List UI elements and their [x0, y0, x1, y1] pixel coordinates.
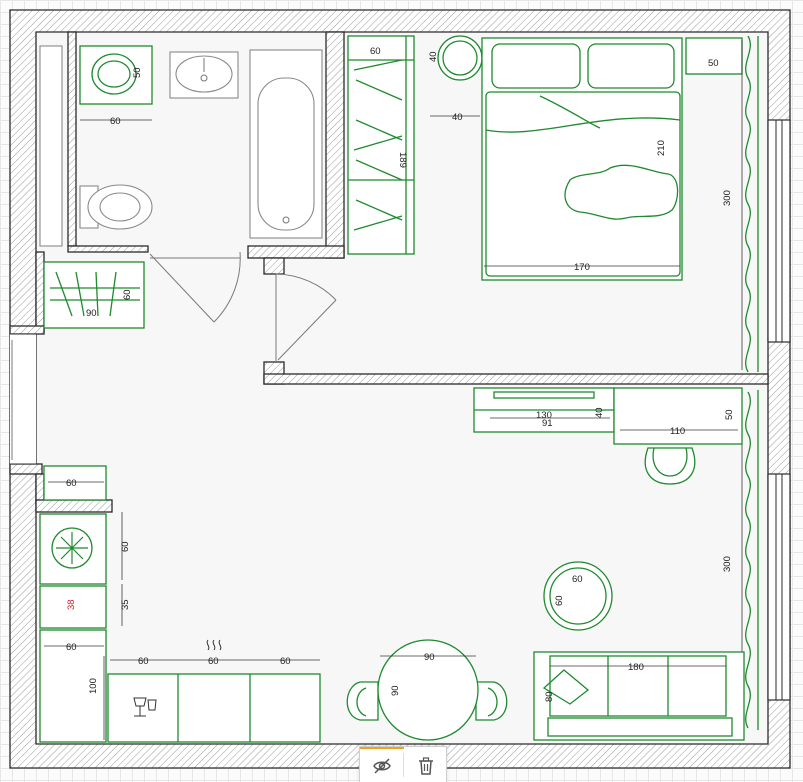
dim-gap-38: 38 [66, 599, 77, 610]
washing-machine[interactable]: 50 [79, 45, 153, 105]
dining-table[interactable] [346, 639, 508, 741]
windows [10, 119, 791, 701]
toilet[interactable] [79, 184, 153, 230]
trash-icon [418, 757, 433, 775]
dim-wm-50: 50 [132, 67, 143, 78]
dim-wardrobe-60: 60 [370, 46, 381, 57]
dim-bed-170: 170 [574, 262, 590, 273]
dim-kitchen-60d: 60 [280, 656, 291, 667]
dim-tv-40: 40 [594, 407, 605, 418]
dim-kitchen-100: 100 [88, 678, 99, 694]
dim-fridge-60: 60 [120, 541, 131, 552]
bedside-table[interactable] [685, 37, 743, 75]
hide-button[interactable] [360, 751, 403, 781]
closet-cabinet[interactable] [39, 45, 63, 247]
dim-kitchen-60b: 60 [138, 656, 149, 667]
fridge[interactable] [39, 513, 107, 585]
dim-desk-110: 110 [670, 426, 685, 437]
coffee-table-round[interactable] [543, 561, 613, 631]
dishwasher-glass-icon [133, 697, 157, 717]
dim-gap-35: 35 [120, 599, 131, 610]
dim-table-90h: 90 [390, 685, 401, 696]
desk[interactable] [613, 387, 743, 445]
selection-toolbar [359, 746, 447, 782]
dim-bedside-50: 50 [708, 58, 719, 69]
dim-sofa-80: 80 [544, 691, 555, 702]
dim-hall-90: 90 [86, 308, 97, 319]
hall-shelf[interactable] [43, 465, 107, 501]
dim-hall-60: 60 [122, 289, 133, 300]
curtain-living [745, 390, 759, 730]
dim-tv-130: 130 [536, 410, 552, 421]
tv-stand[interactable] [473, 387, 615, 433]
dim-nightstand-40a: 40 [428, 51, 439, 62]
kitchen-counter[interactable] [107, 673, 321, 743]
nightstand-round[interactable] [437, 35, 483, 81]
dim-room-300b: 300 [722, 556, 733, 572]
hall-shoe-rack[interactable] [43, 261, 145, 329]
dim-sofa-180: 180 [628, 662, 644, 673]
dim-wardrobe-189: 189 [397, 152, 408, 168]
dim-kitchen-60a: 60 [66, 642, 77, 653]
dim-tv-91: 91 [542, 418, 553, 429]
bathtub[interactable] [249, 49, 323, 239]
delete-button[interactable] [404, 751, 447, 781]
toolbar-separator [403, 753, 404, 777]
dim-desk-50: 50 [724, 409, 735, 420]
bedroom-wardrobe[interactable] [347, 35, 415, 255]
dim-kitchen-60c: 60 [208, 656, 219, 667]
kitchen-narrow-cabinet[interactable] [39, 585, 107, 629]
desk-chair[interactable] [644, 447, 696, 485]
toolbar-accent [360, 747, 404, 749]
dim-round-60w: 60 [572, 574, 583, 585]
eye-slash-icon [372, 758, 391, 774]
dim-bed-210: 210 [656, 140, 667, 156]
doors [11, 251, 337, 460]
dim-round-60h: 60 [554, 595, 565, 606]
dim-room-300a: 300 [722, 190, 733, 206]
bed[interactable]: 210 170 [481, 37, 683, 281]
kitchen-corner-cabinet[interactable] [39, 629, 107, 743]
dim-wm-60: 60 [110, 116, 121, 127]
dim-table-90w: 90 [424, 652, 435, 663]
dim-shelf-60: 60 [66, 478, 77, 489]
dim-nightstand-40b: 40 [452, 112, 463, 123]
curtain-bedroom [745, 35, 759, 373]
stove-heat-icon [206, 639, 222, 651]
